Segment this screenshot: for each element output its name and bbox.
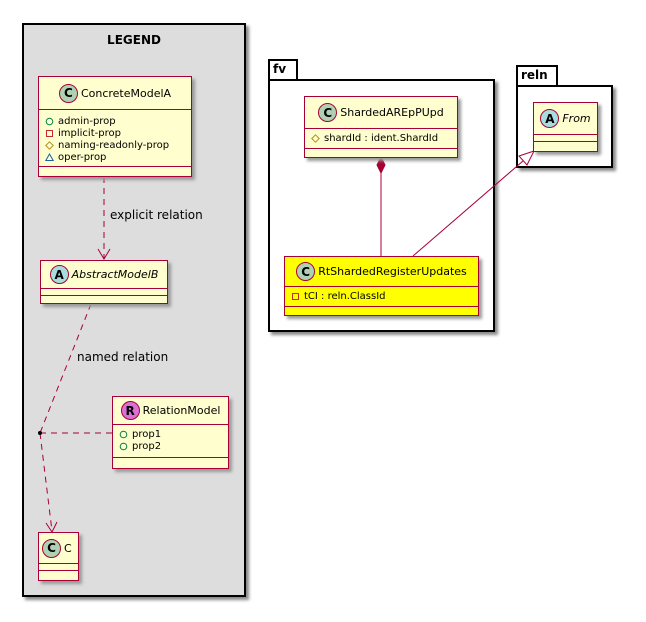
methods-section	[39, 571, 78, 578]
attribute-label: prop1	[132, 428, 162, 440]
inheritance-line	[412, 160, 524, 257]
methods-section	[113, 458, 228, 468]
package-reln-tab[interactable]: reln	[516, 65, 558, 87]
class-name: ShardedAREpPUpd	[340, 106, 444, 119]
package-fv-label: fv	[273, 62, 287, 76]
attributes-section	[534, 135, 597, 142]
class-name: ConcreteModelA	[80, 86, 172, 100]
inheritance-triangle	[518, 150, 535, 166]
class-name: RelationModel	[142, 404, 221, 417]
explicit-relation-arrowhead	[97, 248, 111, 260]
methods-section	[534, 142, 597, 149]
composition-diamond	[376, 155, 386, 175]
attribute-row: shardId : ident.ShardId	[311, 132, 451, 144]
named-relation-line-top	[39, 303, 92, 434]
protected-visibility-icon	[45, 140, 54, 150]
relation-stereotype-icon: R	[120, 401, 140, 420]
public-visibility-icon	[119, 442, 128, 450]
methods-section	[305, 149, 457, 157]
methods-section	[39, 167, 191, 176]
class-c[interactable]: C C	[38, 532, 79, 581]
attribute-label: naming-readonly-prop	[58, 139, 170, 151]
class-stereotype-icon: C	[296, 262, 316, 281]
private-visibility-icon	[46, 129, 53, 137]
attribute-label: implicit-prop	[58, 127, 121, 139]
named-relation-label: named relation	[77, 350, 169, 364]
class-name: From	[562, 112, 591, 125]
attributes-section	[41, 289, 167, 296]
attribute-label: tCI : reln.ClassId	[304, 290, 386, 302]
class-name: C	[64, 541, 72, 555]
methods-section	[285, 307, 478, 315]
package-fv-tab[interactable]: fv	[268, 59, 298, 81]
class-sharded-arep-pupd[interactable]: C ShardedAREpPUpd shardId : ident.ShardI…	[304, 96, 458, 158]
attribute-row: naming-readonly-prop	[45, 139, 185, 151]
class-name: RtShardedRegisterUpdates	[318, 265, 467, 278]
package-visibility-icon	[45, 152, 54, 161]
attribute-label: oper-prop	[58, 151, 107, 163]
public-visibility-icon	[45, 117, 54, 125]
class-from[interactable]: A From	[533, 102, 598, 152]
class-stereotype-icon: C	[318, 103, 338, 122]
explicit-relation-label: explicit relation	[110, 208, 203, 222]
attributes-section	[39, 564, 78, 571]
abstract-stereotype-icon: A	[540, 109, 560, 128]
protected-visibility-icon	[311, 133, 320, 143]
legend-title: LEGEND	[107, 33, 161, 47]
public-visibility-icon	[119, 430, 128, 438]
attribute-label: prop2	[132, 440, 162, 452]
attribute-row: prop1	[119, 428, 222, 440]
relation-junction-dot	[38, 431, 42, 435]
attribute-row: oper-prop	[45, 151, 185, 163]
methods-section	[41, 296, 167, 303]
class-relation-model[interactable]: R RelationModel prop1 prop2	[112, 396, 229, 469]
class-stereotype-icon: C	[42, 538, 61, 558]
class-name: AbstractModelB	[71, 268, 159, 281]
private-visibility-icon	[292, 292, 299, 300]
attribute-row: implicit-prop	[45, 127, 185, 139]
class-abstract-model-b[interactable]: A AbstractModelB	[40, 260, 168, 304]
attribute-row: tCI : reln.ClassId	[291, 290, 472, 302]
named-relation-line-bottom	[39, 432, 53, 532]
class-concrete-model-a[interactable]: C ConcreteModelA admin-prop implicit-pro…	[38, 76, 192, 177]
attribute-label: shardId : ident.ShardId	[324, 132, 439, 144]
attribute-label: admin-prop	[58, 115, 116, 127]
abstract-stereotype-icon: A	[49, 265, 69, 284]
class-rt-sharded-register-updates[interactable]: C RtShardedRegisterUpdates tCI : reln.Cl…	[284, 256, 479, 316]
package-reln-label: reln	[521, 68, 548, 82]
class-stereotype-icon: C	[58, 83, 78, 103]
attribute-row: prop2	[119, 440, 222, 452]
attribute-row: admin-prop	[45, 115, 185, 127]
